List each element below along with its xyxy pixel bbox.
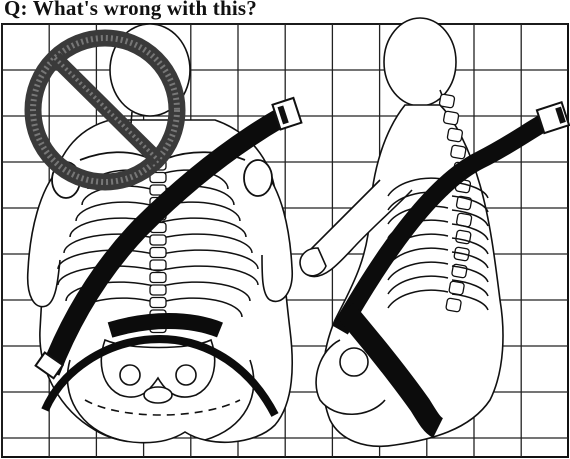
side-head xyxy=(384,18,456,106)
front-lap-belt-center xyxy=(110,321,220,330)
